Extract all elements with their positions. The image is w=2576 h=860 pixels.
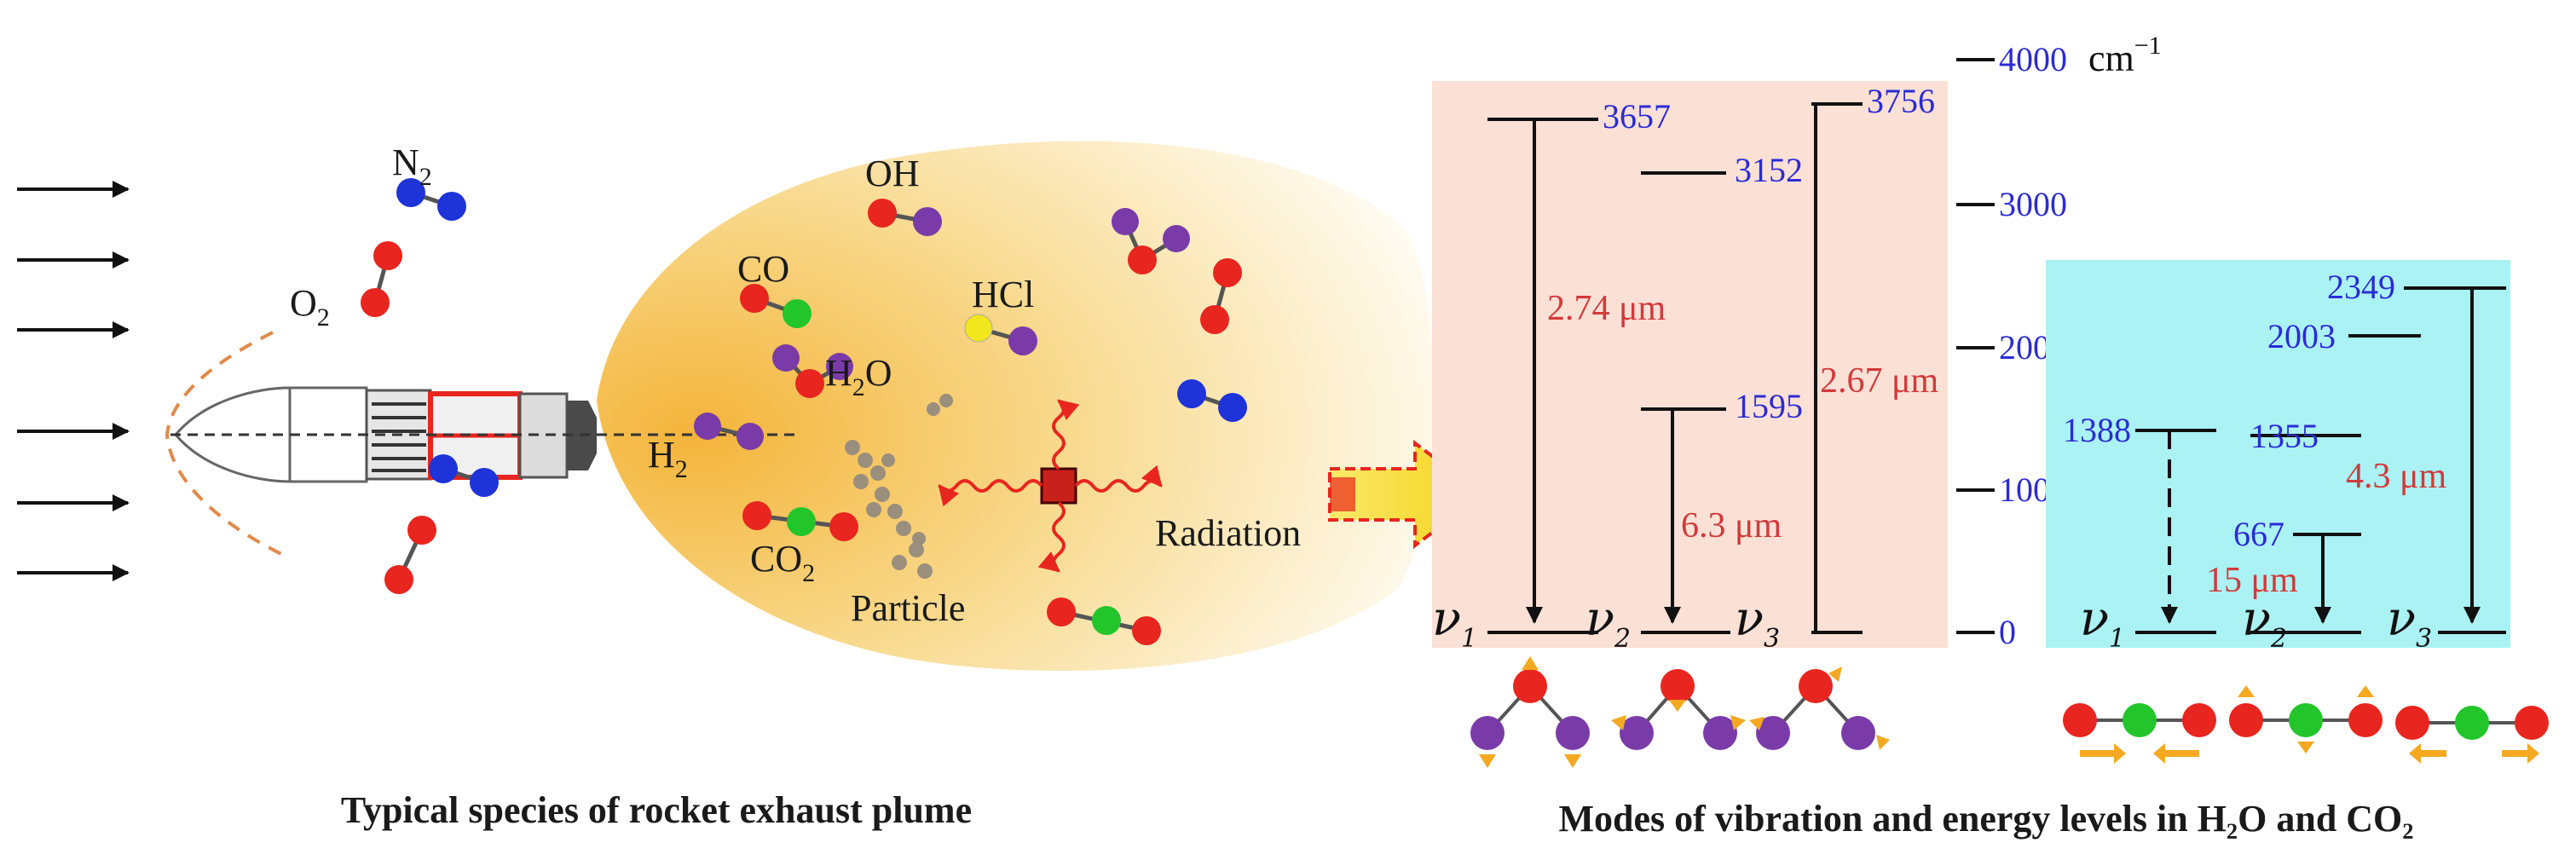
h2o-level-3657: 3657: [1603, 97, 1671, 136]
co2-vibration-mode-icons: [2063, 685, 2549, 764]
co2-bend-icon: [2229, 685, 2383, 753]
o2-molecule-icon: [361, 241, 402, 317]
h2o-label: H2O: [825, 352, 892, 401]
h2o-wavelength-267: 2.67 μm: [1820, 361, 1939, 401]
co2-symmetric-stretch-icon: [2063, 703, 2216, 764]
incoming-flow-arrows: [17, 181, 130, 581]
o2-label: O2: [290, 282, 330, 332]
plume-caption: Typical species of rocket exhaust plume: [341, 789, 972, 831]
h2o-level-3756: 3756: [1867, 82, 1935, 120]
bow-shock: [165, 331, 282, 556]
h2o-mode-nu1: ν1: [1432, 592, 1477, 654]
co2-level-2349: 2349: [2327, 268, 2395, 306]
h2-molecule-icon: [694, 413, 764, 450]
radiation-label: Radiation: [1155, 512, 1301, 554]
co2-wavelength-43: 4.3 μm: [2346, 457, 2447, 496]
co-label: CO: [737, 248, 789, 290]
exhaust-plume: [597, 141, 1434, 672]
axis-tick-3000: 3000: [1999, 185, 2067, 223]
radiation-source-icon: [938, 399, 1163, 573]
co2-asymmetric-stretch-icon: [2395, 706, 2549, 764]
h2o-symmetric-stretch-icon: [1470, 656, 1590, 768]
co2-mode-nu2: ν2: [2242, 592, 2287, 654]
axis-unit: cm−1: [2088, 32, 2162, 79]
h2o-molecule-icon: [1112, 208, 1190, 274]
co2-molecule-icon: [742, 501, 858, 541]
n2-molecule-icon: [429, 454, 499, 497]
n2-molecule-icon: [1177, 379, 1247, 422]
h2o-asymmetric-stretch-icon: [1749, 667, 1890, 750]
co2-panel-background: [2046, 260, 2510, 648]
plume-section: N2 O2 OH CO HCl H2O H2 CO2 Particle Radi…: [17, 141, 1487, 831]
co2-level-2003: 2003: [2267, 317, 2336, 355]
axis-tick-0: 0: [1999, 613, 2016, 651]
h2o-molecule-icon: [772, 344, 853, 398]
co2-wavelength-15: 15 μm: [2206, 561, 2298, 600]
h2o-mode-nu2: ν2: [1585, 592, 1631, 654]
oh-label: OH: [865, 153, 920, 194]
particle-cluster: [845, 394, 953, 579]
molecules: [361, 178, 1247, 645]
o2-molecule-icon: [384, 516, 436, 594]
hcl-molecule-icon: [964, 314, 1037, 355]
co2-level-1355: 1355: [2250, 417, 2319, 455]
co-molecule-icon: [740, 284, 811, 328]
n2-label: N2: [392, 141, 432, 191]
o2-molecule-icon: [1200, 258, 1242, 334]
oh-molecule-icon: [868, 199, 942, 236]
h2o-wavelength-63: 6.3 μm: [1681, 506, 1782, 545]
co2-mode-nu3: ν3: [2387, 592, 2432, 654]
h2o-level-3152: 3152: [1735, 151, 1803, 189]
h2o-bend-icon: [1611, 669, 1746, 750]
n2-molecule-icon: [396, 178, 466, 221]
co2-level-1388: 1388: [2063, 411, 2131, 449]
co2-energy-panel: 2349 2003 1388 1355 667 4.3 μm 15 μm ν1 …: [2046, 260, 2549, 764]
co2-label: CO2: [750, 538, 815, 587]
h2o-mode-nu3: ν3: [1735, 592, 1780, 654]
axis-tick-4000: 4000: [1999, 40, 2067, 78]
co2-molecule-icon: [1047, 597, 1161, 645]
h2o-level-1595: 1595: [1735, 387, 1803, 425]
h2-label: H2: [648, 434, 688, 483]
co2-mode-nu1: ν1: [2080, 592, 2125, 654]
h2o-vibration-mode-icons: [1470, 656, 1890, 768]
particle-label: Particle: [851, 587, 965, 629]
h2o-energy-panel: 3657 3152 1595 3756 2.74 μm 6.3 μm 2.67 …: [1432, 81, 1948, 768]
h2o-panel-background: [1432, 81, 1948, 648]
hcl-label: HCl: [972, 274, 1034, 315]
h2o-wavelength-274: 2.74 μm: [1547, 289, 1666, 328]
energy-levels-caption: Modes of vibration and energy levels in …: [1559, 798, 2414, 840]
co2-level-667: 667: [2233, 515, 2284, 553]
